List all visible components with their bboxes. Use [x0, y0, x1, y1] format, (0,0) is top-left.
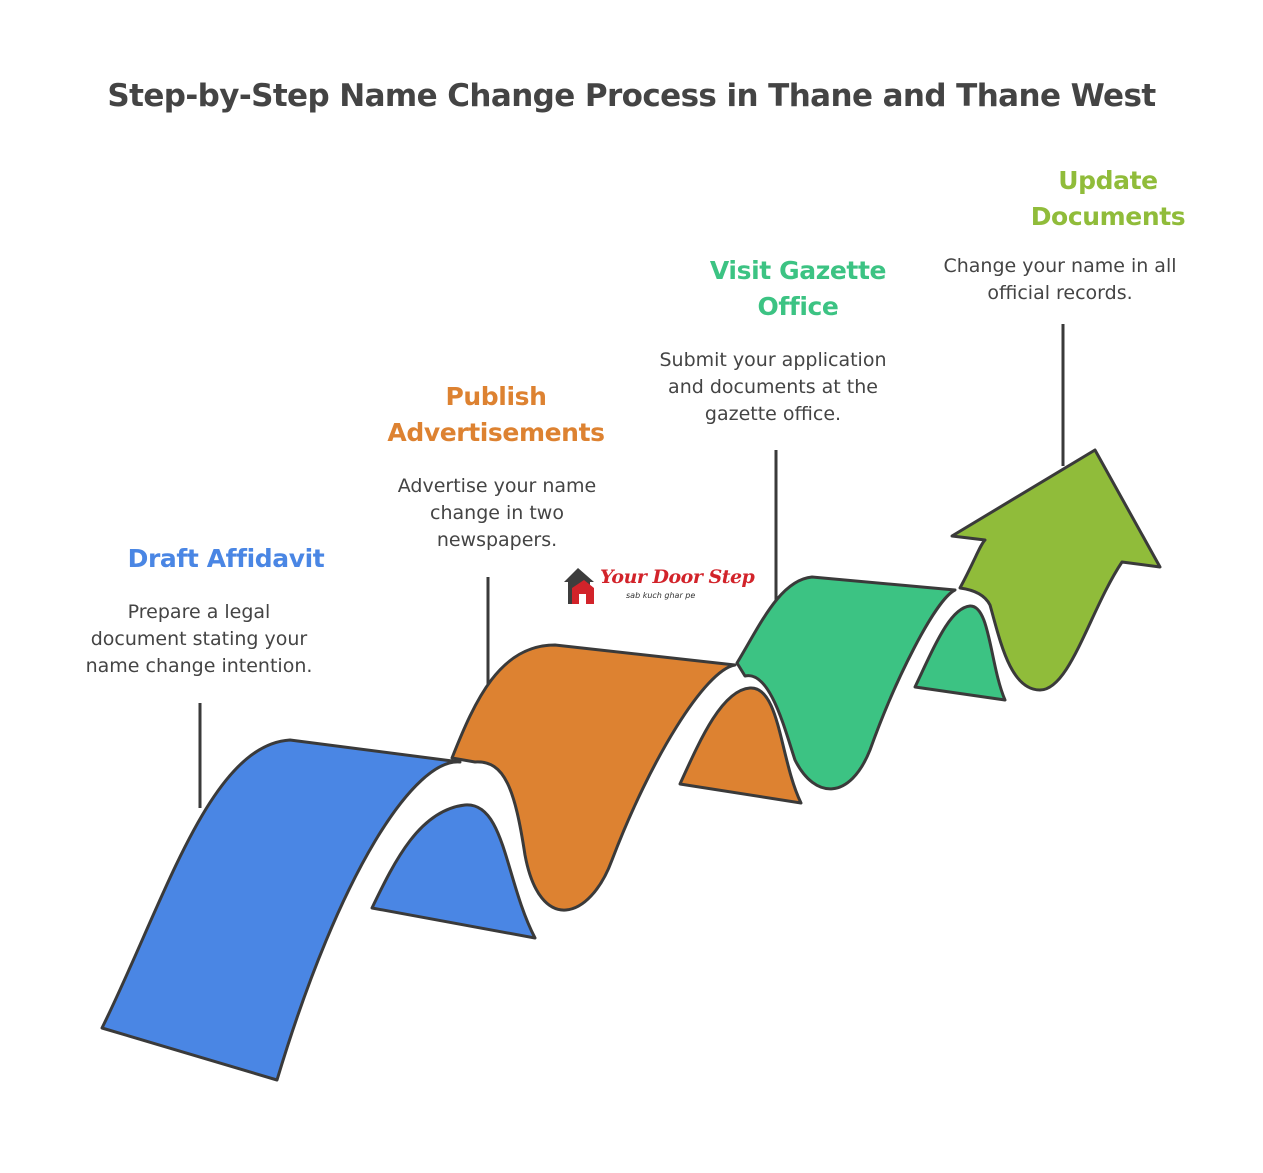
step-4-description-line: official records.	[987, 282, 1133, 304]
step-1-title-text: Draft Affidavit	[127, 544, 325, 573]
ribbon-segment-1-tail	[370, 803, 537, 940]
house-icon	[564, 568, 594, 604]
step-3-title-line: Visit Gazette	[709, 256, 887, 285]
step-3-description-line: gazette office.	[704, 403, 842, 425]
step-4-description: Change your name in all official records…	[920, 253, 1200, 307]
ribbon-segment-3-tail	[913, 604, 1007, 702]
step-4-title-line: Update	[1058, 166, 1158, 195]
ribbon-segment-2	[450, 643, 737, 912]
step-2-title-line: Publish	[445, 382, 547, 411]
page-title: Step-by-Step Name Change Process in Than…	[107, 78, 1156, 114]
step-3-description: Submit your application and documents at…	[633, 347, 913, 428]
ribbon-segment-3	[735, 575, 957, 791]
step-4-title-line: Documents	[1030, 202, 1186, 231]
ribbon-segment-2-tail	[678, 686, 803, 805]
step-1-description-line: name change intention.	[85, 655, 313, 677]
ribbon-segment-4-arrow	[950, 448, 1162, 692]
logo-name: Your Door Step	[600, 566, 755, 588]
step-2-description-line: newspapers.	[436, 529, 558, 551]
step-3-title: Visit Gazette Office	[668, 253, 928, 325]
step-2-description-line: change in two	[430, 502, 564, 524]
step-2-title-line: Advertisements	[387, 418, 605, 447]
step-3-title-line: Office	[757, 292, 839, 321]
step-3-description-line: and documents at the	[668, 376, 878, 398]
step-3-description-line: Submit your application	[659, 349, 887, 371]
step-1-title: Draft Affidavit	[96, 541, 356, 577]
logo-tagline: sab kuch ghar pe	[626, 591, 696, 600]
step-4-description-line: Change your name in all	[943, 255, 1177, 277]
step-4-title: Update Documents	[978, 163, 1238, 235]
step-1-description-line: document stating your	[90, 628, 308, 650]
ribbon-segment-1	[100, 738, 462, 1082]
step-2-description: Advertise your name change in two newspa…	[362, 473, 632, 554]
step-1-description: Prepare a legal document stating your na…	[64, 599, 334, 680]
step-2-description-line: Advertise your name	[397, 475, 597, 497]
your-door-step-logo: Your Door Step sab kuch ghar pe	[560, 564, 755, 612]
step-2-title: Publish Advertisements	[366, 379, 626, 451]
step-1-description-line: Prepare a legal	[127, 601, 271, 623]
